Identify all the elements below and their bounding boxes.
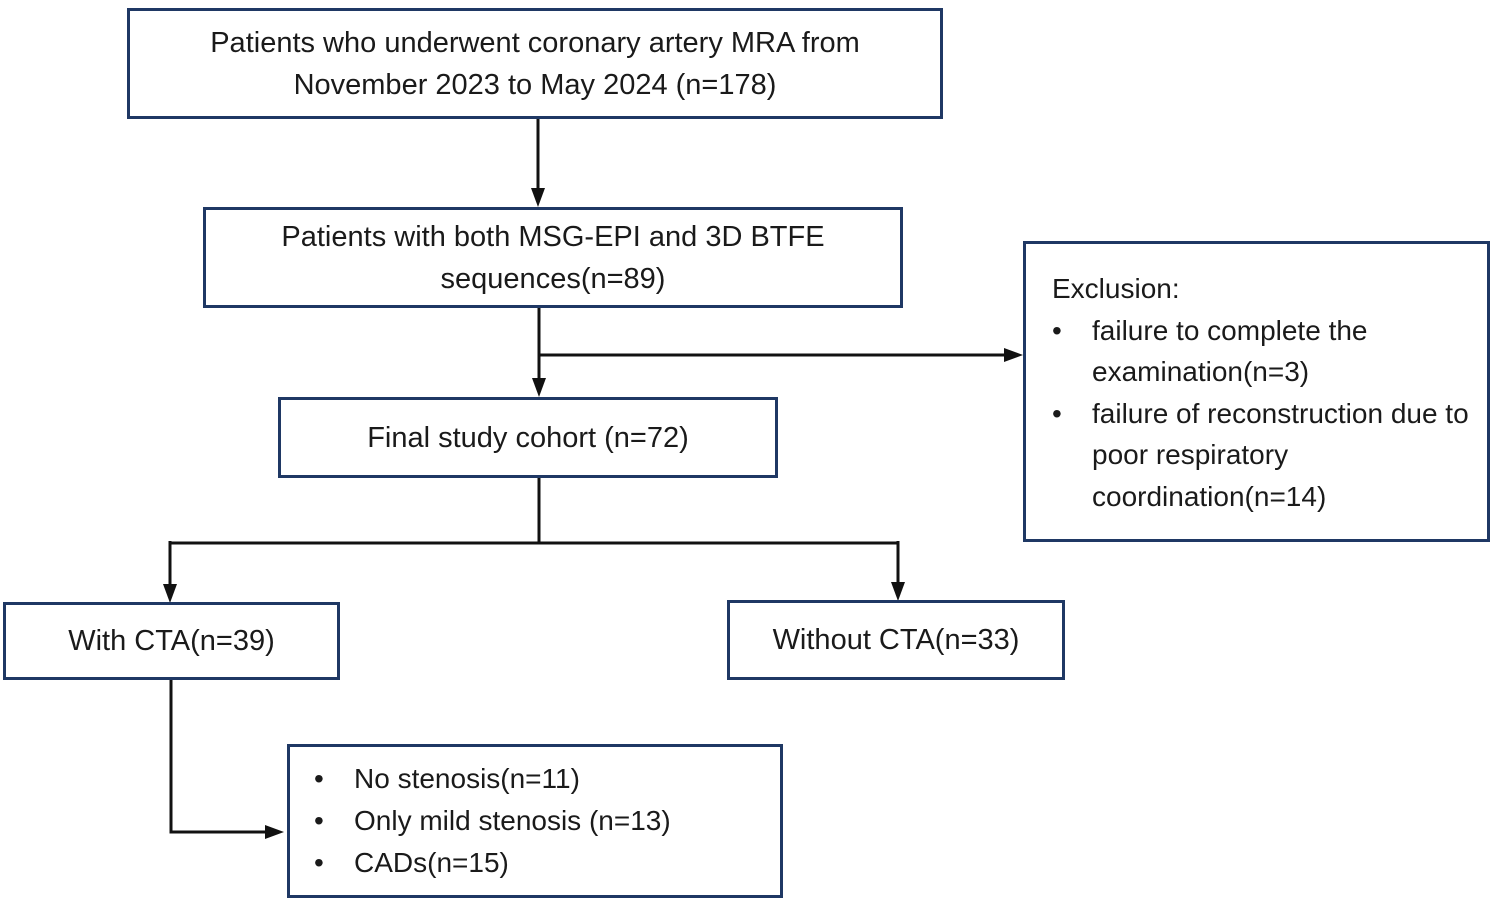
node-with-cta-label: With CTA(n=39) [68, 625, 275, 657]
node-mra-patients-line1: Patients who underwent coronary artery M… [210, 26, 860, 59]
findings-item-1: • No stenosis(n=11) [314, 758, 580, 800]
node-exclusion-title: Exclusion: [1052, 273, 1180, 304]
node-without-cta: Without CTA(n=33) [727, 600, 1065, 680]
node-cta-findings: • No stenosis(n=11) • Only mild stenosis… [287, 744, 783, 898]
exclusion-item-2: • failure of reconstruction due to poor … [1052, 393, 1473, 518]
bullet-icon: • [1052, 314, 1062, 346]
bullet-icon: • [314, 763, 324, 794]
findings-item-3: • CADs(n=15) [314, 842, 509, 884]
node-exclusion: Exclusion: • failure to complete the exa… [1023, 241, 1490, 542]
connector-withcta-to-findings-arrow [169, 680, 284, 839]
node-both-sequences-line2: sequences(n=89) [440, 262, 666, 295]
exclusion-item-1-text: failure to complete the examination(n=3) [1092, 314, 1368, 388]
findings-item-2-text: Only mild stenosis (n=13) [354, 805, 671, 836]
node-final-cohort: Final study cohort (n=72) [278, 397, 778, 478]
node-both-sequences: Patients with both MSG-EPI and 3D BTFE s… [203, 207, 903, 308]
bullet-icon: • [1052, 397, 1062, 429]
node-without-cta-label: Without CTA(n=33) [772, 624, 1020, 656]
bullet-icon: • [314, 805, 324, 836]
findings-item-1-text: No stenosis(n=11) [354, 763, 580, 794]
bullet-icon: • [314, 847, 324, 878]
exclusion-item-2-text: failure of reconstruction due to poor re… [1092, 397, 1469, 512]
node-both-sequences-line1: Patients with both MSG-EPI and 3D BTFE [281, 220, 825, 253]
node-mra-patients: Patients who underwent coronary artery M… [127, 8, 943, 119]
node-with-cta: With CTA(n=39) [3, 602, 340, 680]
exclusion-item-1: • failure to complete the examination(n=… [1052, 310, 1473, 393]
findings-item-3-text: CADs(n=15) [354, 847, 509, 878]
node-final-cohort-label: Final study cohort (n=72) [367, 421, 689, 454]
findings-item-2: • Only mild stenosis (n=13) [314, 800, 671, 842]
node-mra-patients-line2: November 2023 to May 2024 (n=178) [293, 68, 777, 101]
